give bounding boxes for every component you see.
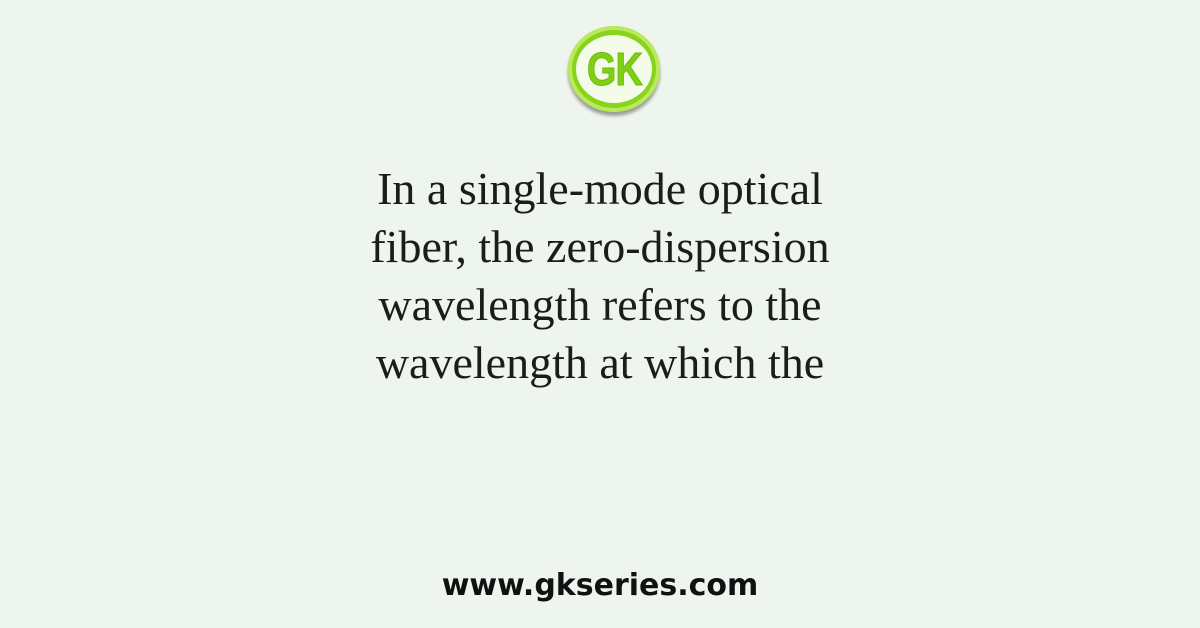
question-line: wavelength refers to the bbox=[378, 279, 822, 330]
question-line: fiber, the zero-dispersion bbox=[370, 221, 830, 272]
gk-logo: GK bbox=[566, 26, 664, 116]
logo-text: GK bbox=[586, 43, 643, 96]
question-line: In a single-mode optical bbox=[377, 163, 823, 214]
question-text: In a single-mode optical fiber, the zero… bbox=[250, 160, 950, 392]
logo-badge: GK bbox=[576, 35, 652, 103]
website-url: www.gkseries.com bbox=[441, 568, 759, 603]
question-line: wavelength at which the bbox=[375, 337, 825, 388]
